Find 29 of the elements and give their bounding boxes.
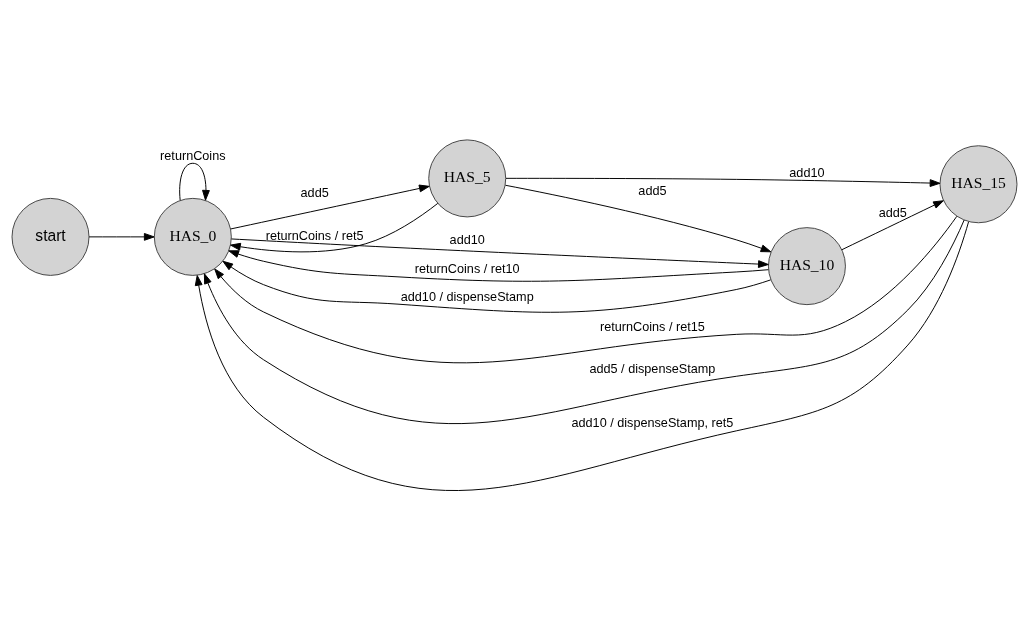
edge-label: add5 <box>878 205 907 220</box>
edge-label: returnCoins / ret10 <box>414 262 520 277</box>
arrow <box>505 177 941 187</box>
edge-label: add10 / dispenseStamp <box>400 289 534 304</box>
arrow <box>179 162 210 201</box>
edge-label: add10 <box>449 233 485 248</box>
edge-label: returnCoins <box>160 148 226 163</box>
arrow <box>841 200 944 251</box>
arrow <box>228 250 769 282</box>
edge-label: add5 <box>638 184 667 199</box>
edge-label: add10 <box>789 165 825 180</box>
node-circle: start <box>11 197 90 276</box>
edge-label: add10 / dispenseStamp, ret5 <box>571 416 734 431</box>
arrow <box>230 184 430 230</box>
arrow <box>230 238 769 268</box>
arrow <box>194 221 970 491</box>
edge-label: returnCoins / ret15 <box>600 319 705 334</box>
node-circle: HAS_5 <box>428 139 507 218</box>
edge-label: returnCoins / ret5 <box>265 229 364 244</box>
arrow <box>505 184 772 253</box>
arrow <box>230 202 439 253</box>
arrow <box>203 219 965 425</box>
node-circle: HAS_10 <box>767 227 846 306</box>
arrow <box>88 233 155 241</box>
arrow <box>214 215 958 364</box>
edge-label: add5 <box>300 186 329 201</box>
arrow <box>222 260 772 313</box>
edge-label: add5 / dispenseStamp <box>589 361 716 376</box>
node-circle: HAS_15 <box>939 145 1018 224</box>
